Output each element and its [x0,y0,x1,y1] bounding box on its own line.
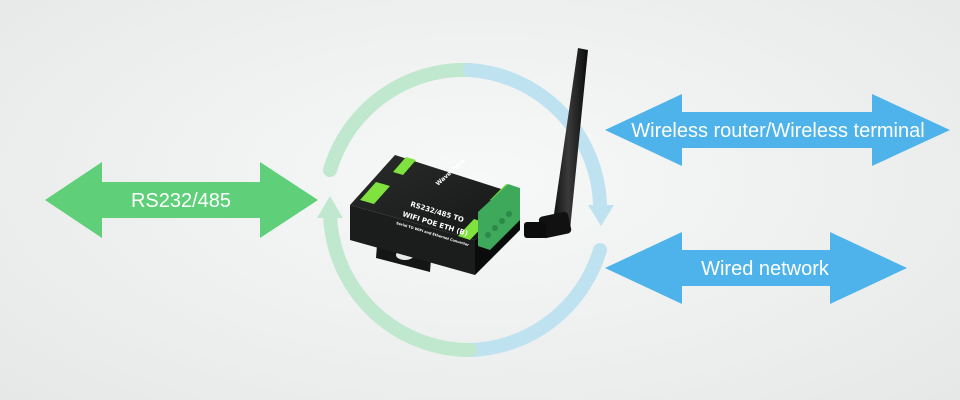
device-body [350,205,475,275]
converter-device: Waveshare RS232/485 TO WIFI POE ETH (B) … [350,48,588,275]
cycle-arc-blue [463,63,607,212]
double-arrow-shape [45,162,318,238]
cycle-arc-blue-lower [463,243,607,357]
double-arrow-shape [605,94,950,166]
cycle-arc-green [323,62,477,177]
cycle-ring [317,62,614,357]
double-arrow-shape [605,232,907,304]
arrow-wireless: Wireless router/Wireless terminal [605,94,950,166]
arrow-label-rs232: RS232/485 [131,190,231,212]
arrow-label-wireless: Wireless router/Wireless terminal [631,120,924,142]
cycle-arrowhead-down [588,205,614,226]
arrow-wired: Wired network [605,232,907,304]
terminal-block [478,184,520,250]
arrow-rs232: RS232/485 [45,162,318,238]
cycle-arrowhead-up [317,196,343,218]
arrow-label-wired: Wired network [701,258,830,280]
cycle-arc-green-lower [323,208,477,357]
antenna [524,48,588,239]
